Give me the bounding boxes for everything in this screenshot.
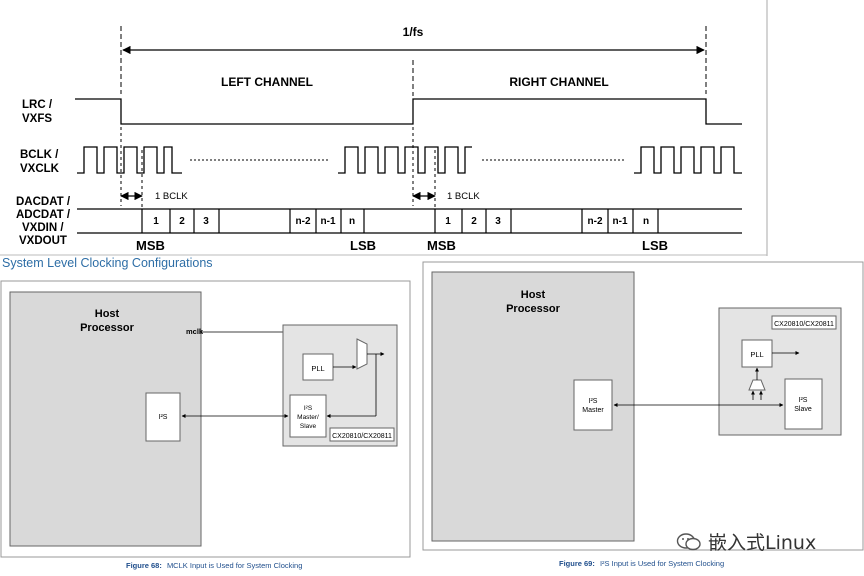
bit-3-left: 3 <box>203 216 209 227</box>
data-label-4: VXDOUT <box>19 235 67 247</box>
i2s-master-slave-block <box>289 394 327 438</box>
i2s-ms-label-1: I²S <box>304 405 313 412</box>
lrc-label-2: VXFS <box>22 113 52 125</box>
bit-n2-right: n-2 <box>588 216 603 227</box>
host-label-2: Processor <box>80 322 135 334</box>
host-i2s-label: I²S <box>159 414 168 421</box>
data-bits-left <box>141 209 365 233</box>
data-label-3: VXDIN / <box>22 222 64 234</box>
bit-n1-right: n-1 <box>613 216 628 227</box>
msb-label-right: MSB <box>427 238 456 253</box>
host69-label-1: Host <box>521 289 546 301</box>
period-label: 1/fs <box>403 25 424 39</box>
right-channel-label: RIGHT CHANNEL <box>509 75 608 89</box>
i2s-slave-block <box>784 378 823 430</box>
bit-2-right: 2 <box>471 216 477 227</box>
host69-label-2: Processor <box>506 303 561 315</box>
chip-label-69: CX20810/CX20811 <box>774 321 834 328</box>
bclk-label-2: VXCLK <box>20 163 60 175</box>
bit-n2-left: n-2 <box>296 216 311 227</box>
i2s-slave-label-2: Slave <box>794 406 812 413</box>
lrc-waveform <box>75 98 742 125</box>
clock-mux-icon-69 <box>748 379 766 391</box>
watermark: 嵌入式Linux <box>676 528 816 555</box>
mclk-label: mclk <box>186 327 204 336</box>
figure-68: Host Processor I²S mclk PLL I²S Master/ … <box>0 280 411 570</box>
i2s-ms-label-3: Slave <box>300 423 317 430</box>
data-bits-right <box>434 209 659 233</box>
i2s-slave-label-1: I²S <box>799 397 808 404</box>
bit-2-left: 2 <box>179 216 185 227</box>
chip-label-68: CX20810/CX20811 <box>332 433 392 440</box>
bclk-waveform-c <box>634 146 742 174</box>
figure69-caption: Figure 69: I²S Input is Used for System … <box>559 559 724 568</box>
i2s-master-label-2: Master <box>582 407 604 414</box>
lsb-label-right: LSB <box>642 238 668 253</box>
i2s-master-block <box>573 379 613 431</box>
figure-69: Host Processor I²S Master CX20810/CX2081… <box>422 261 864 568</box>
timing-diagram: 1/fs LEFT CHANNEL RIGHT CHANNEL LRC / VX… <box>0 0 768 256</box>
pll-label: PLL <box>311 364 324 373</box>
lsb-label-left: LSB <box>350 238 376 253</box>
section-title: System Level Clocking Configurations <box>2 256 213 270</box>
bit-n-right: n <box>643 216 649 227</box>
pll-block <box>302 353 334 381</box>
one-bclk-label-right: 1 BCLK <box>447 191 480 202</box>
pll-label-69: PLL <box>750 350 763 359</box>
host-label-1: Host <box>95 308 120 320</box>
i2s-master-label-1: I²S <box>589 398 598 405</box>
lrc-label-1: LRC / <box>22 99 53 111</box>
bclk-waveform-a <box>77 146 182 174</box>
pll-block-69 <box>741 339 773 368</box>
bit-3-right: 3 <box>495 216 501 227</box>
bclk-label-1: BCLK / <box>20 149 59 161</box>
clock-mux-icon <box>356 338 368 370</box>
bit-n-left: n <box>349 216 355 227</box>
one-bclk-label-left: 1 BCLK <box>155 191 188 202</box>
bit-n1-left: n-1 <box>321 216 336 227</box>
data-label-2: ADCDAT / <box>16 209 71 221</box>
bit-1-right: 1 <box>445 216 451 227</box>
wechat-icon <box>676 532 701 550</box>
figure68-caption: Figure 68: MCLK Input is Used for System… <box>126 561 302 570</box>
bit-1-left: 1 <box>153 216 159 227</box>
left-channel-label: LEFT CHANNEL <box>221 75 313 89</box>
host-i2s-block <box>145 392 181 442</box>
watermark-text: 嵌入式Linux <box>708 532 817 554</box>
i2s-ms-label-2: Master/ <box>297 414 319 421</box>
msb-label-left: MSB <box>136 238 165 253</box>
bclk-waveform-b <box>338 146 472 174</box>
data-label-1: DACDAT / <box>16 196 71 208</box>
